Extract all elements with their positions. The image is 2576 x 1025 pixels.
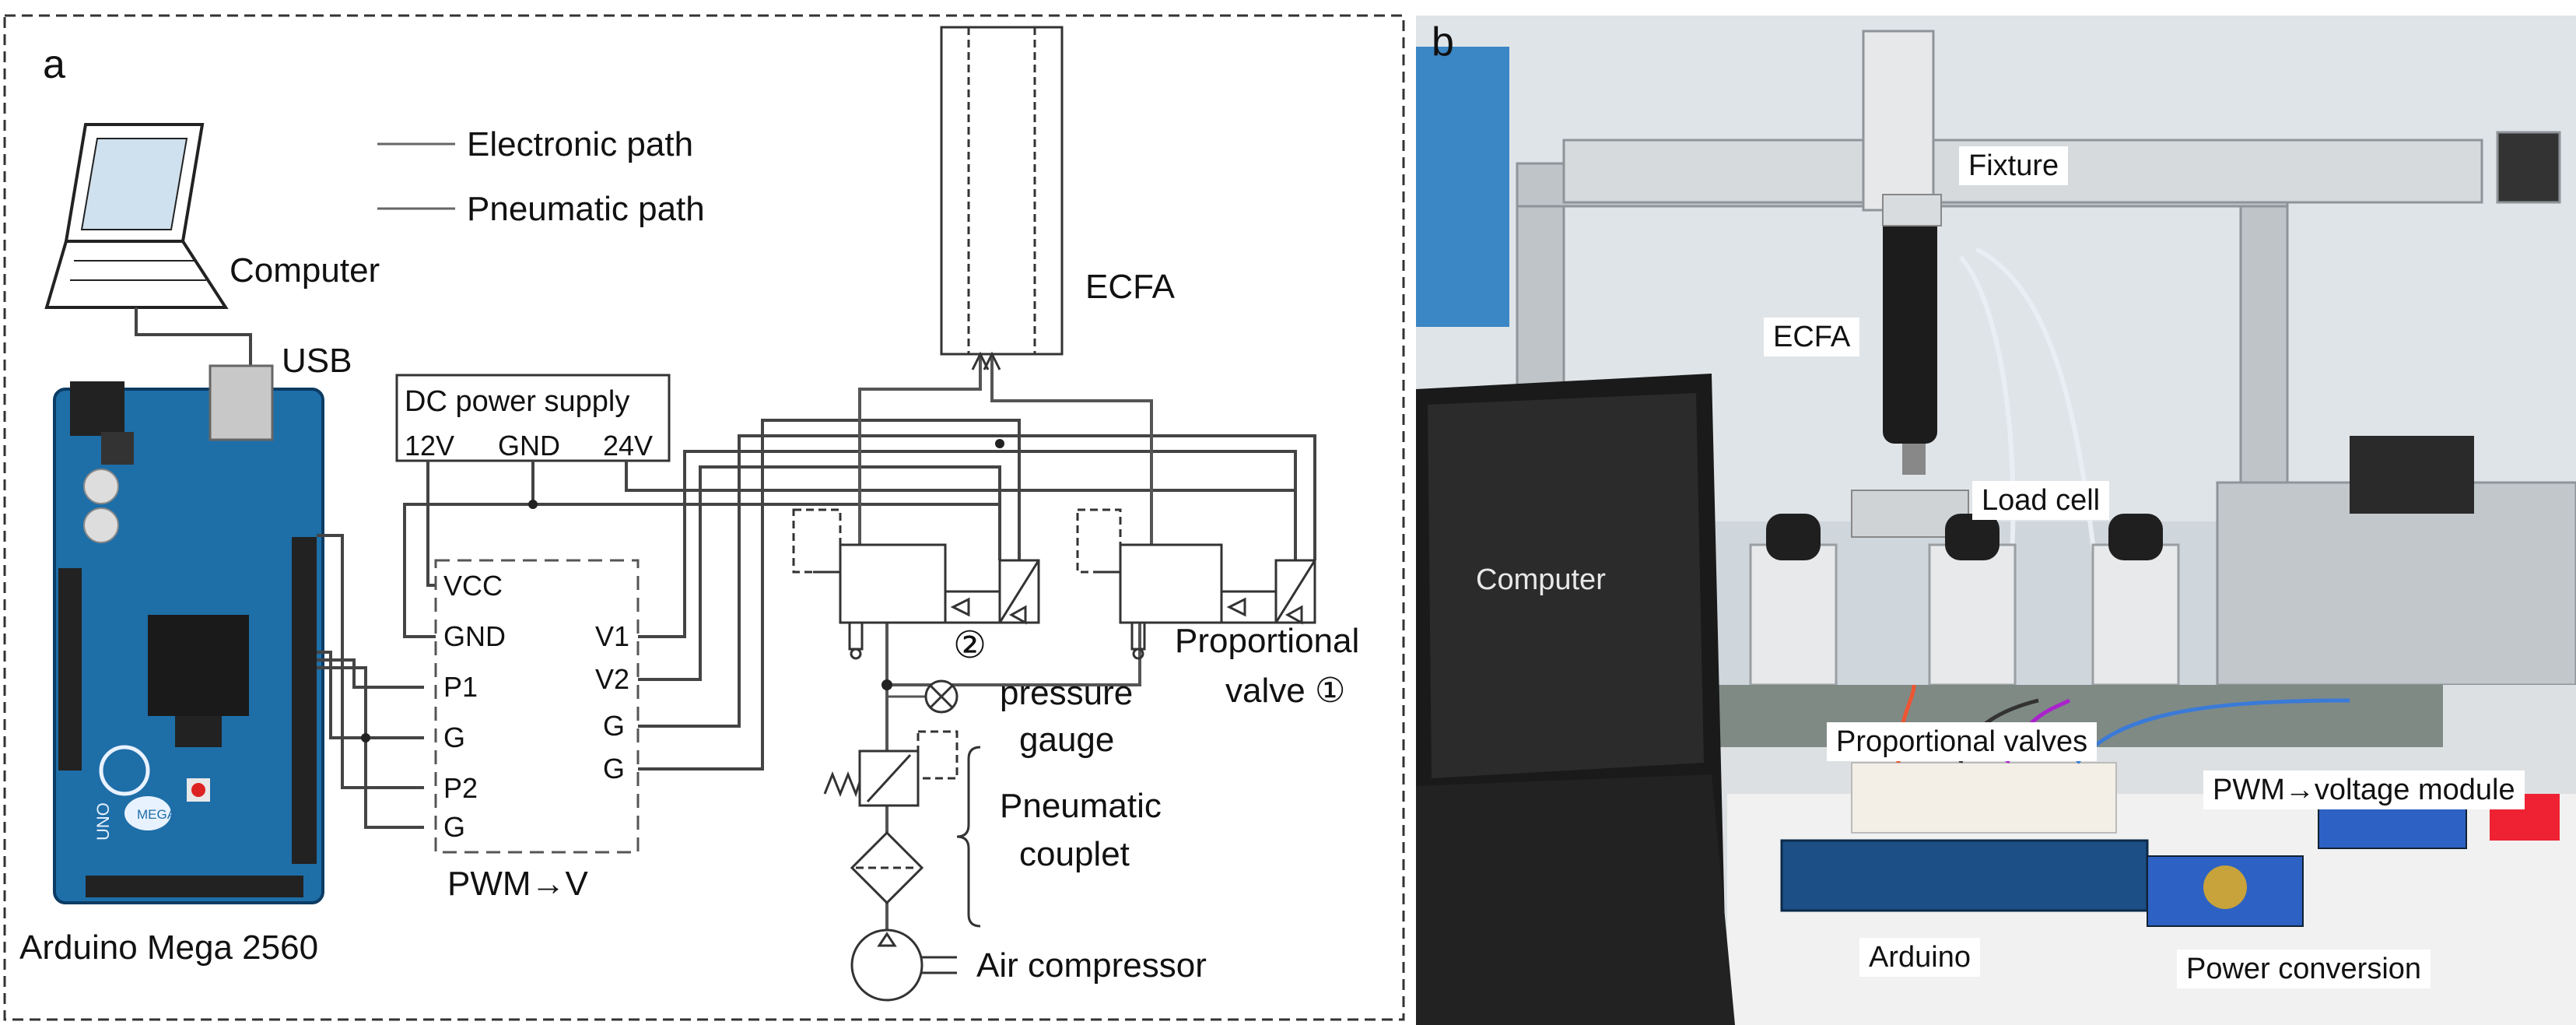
pwm-pin-vcc: VCC [443, 570, 503, 602]
arduino-label: Arduino Mega 2560 [19, 928, 318, 967]
arrow-up-icon [971, 351, 1001, 370]
couplet-brace [956, 746, 981, 928]
pwm-module-box [434, 559, 640, 854]
pwm-module-label: PWM→V [447, 865, 589, 903]
photo-label-power-conversion: Power conversion [2177, 950, 2431, 988]
photo-label-proportional-valves: Proportional valves [1827, 722, 2098, 761]
pwm-pin-v1: V1 [595, 620, 629, 652]
dc-supply-24v: 24V [603, 430, 653, 462]
pwm-pin-g2: G [443, 811, 465, 843]
board-mega-text: MEGA [137, 807, 177, 822]
pneumatic-couplet-label-2: couplet [1019, 835, 1130, 873]
pwm-pin-g3: G [603, 710, 625, 742]
pwm-pin-g1: G [443, 721, 465, 753]
pressure-gauge-label-2: gauge [1019, 721, 1114, 759]
photo-label-ecfa: ECFA [1764, 318, 1860, 356]
panel-b-photo: b Fixture ECFA Load cell Computer Propor… [1416, 16, 2576, 1025]
proportional-valve-label-2: valve ① [1225, 672, 1345, 710]
pwm-pin-p2: P2 [443, 772, 478, 804]
panel-a-frame [3, 14, 1405, 1021]
panel-b-letter: b [1432, 19, 1454, 65]
junction-dot [528, 500, 538, 509]
proportional-valve-label-1: Proportional [1175, 622, 1359, 660]
pressure-regulator-icon [823, 730, 959, 807]
board-uno-text: UNO [93, 802, 113, 841]
dc-supply-title: DC power supply [405, 385, 629, 418]
pressure-gauge-label-1: pressure [1000, 674, 1133, 712]
usb-label: USB [282, 342, 352, 380]
panel-a-schematic: a Electronic path Pneumatic path Compute… [3, 14, 1405, 1021]
pwm-left-pins: VCC GND P1 G P2 G [443, 570, 506, 843]
junction-dot [881, 679, 892, 690]
arduino-board: UNO MEGA [53, 364, 324, 904]
laptop-icon [44, 123, 229, 309]
junction-dot [995, 439, 1004, 448]
photo-label-load-cell: Load cell [1972, 481, 2110, 520]
pwm-pin-g4: G [603, 753, 625, 785]
signal-wires [638, 419, 1316, 771]
usb-cable [135, 307, 252, 366]
filter-icon [850, 830, 924, 905]
pwm-pin-gnd: GND [443, 620, 506, 652]
computer-label: Computer [230, 251, 380, 290]
pwm-right-pins: V1 V2 G G [595, 620, 629, 785]
air-compressor-label: Air compressor [976, 946, 1207, 985]
photo-label-computer: Computer [1476, 563, 1606, 596]
junction-dot [361, 733, 370, 742]
photo-scene [1416, 16, 2576, 1025]
legend-electronic-text: Electronic path [467, 125, 693, 163]
legend-pneumatic-text: Pneumatic path [467, 190, 705, 228]
proportional-valve-1 [1076, 508, 1316, 660]
photo-label-fixture: Fixture [1959, 146, 2069, 185]
photo-label-pwm-voltage: PWM→voltage module [2203, 771, 2525, 809]
dc-supply-gnd: GND [498, 430, 560, 462]
proportional-valve-2 [792, 508, 1040, 660]
dc-supply-12v: 12V [405, 430, 454, 462]
ecfa-actuator [940, 26, 1064, 356]
photo-label-arduino: Arduino [1859, 938, 1980, 977]
pneumatic-couplet-label-1: Pneumatic [1000, 787, 1162, 825]
valve-2-number: ② [953, 625, 987, 666]
arduino-wires [317, 534, 424, 829]
pressure-gauge-icon [924, 679, 959, 714]
ecfa-label: ECFA [1085, 268, 1176, 306]
pwm-pin-p1: P1 [443, 671, 478, 703]
pwm-pin-v2: V2 [595, 663, 629, 695]
panel-a-letter: a [43, 42, 65, 87]
air-compressor-icon [850, 928, 957, 1002]
